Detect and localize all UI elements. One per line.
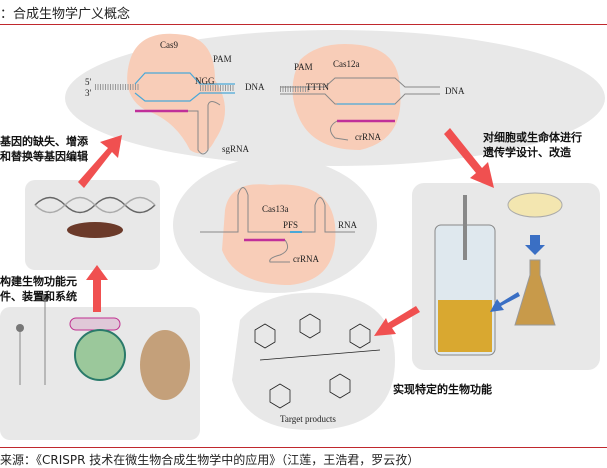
cas12a-label: Cas12a — [333, 59, 360, 69]
caption-function: 实现特定的生物功能 — [393, 383, 492, 396]
arrow-to-crispr — [78, 135, 122, 188]
organisms-panel — [0, 294, 200, 440]
source-note: 来源：《CRISPR 技术在微生物合成生物学中的应用》（江莲，王浩君，罗云孜） — [0, 453, 420, 467]
cas12a-dna-label: DNA — [445, 86, 465, 96]
bottom-rule — [0, 447, 607, 448]
arrow-to-dna — [86, 265, 108, 312]
cas13a-crrna-label: crRNA — [293, 254, 319, 264]
pfs-label: PFS — [283, 220, 298, 230]
arrow-to-products — [374, 306, 420, 336]
cas13a-label: Cas13a — [262, 204, 289, 214]
cas9-diagram — [95, 33, 235, 155]
caption-gene-editing: 基因的缺失、增添和替换等基因编辑 — [0, 135, 88, 163]
red-arrows — [78, 128, 494, 336]
bioreactor-panel — [412, 183, 600, 370]
cas12a-diagram — [280, 44, 440, 150]
top-rule — [0, 24, 607, 25]
target-products-panel: Target products — [232, 292, 395, 430]
dna-panel — [25, 180, 160, 270]
cas9-dna-label: DNA — [245, 82, 265, 92]
ngg-label: NGG — [195, 76, 215, 86]
cas13a-diagram — [200, 184, 355, 285]
svg-text:3′: 3′ — [85, 88, 92, 98]
blue-arrow-left — [490, 292, 520, 312]
target-products-label: Target products — [280, 414, 336, 424]
sgrna-label: sgRNA — [222, 144, 250, 154]
rna-label: RNA — [338, 220, 358, 230]
figure-title: ：合成生物学广义概念 — [0, 7, 131, 22]
blue-arrow-down — [525, 235, 545, 255]
cas9-label: Cas9 — [160, 40, 179, 50]
cas12a-pam-label: PAM — [294, 62, 313, 72]
cas12a-crrna-label: crRNA — [355, 132, 381, 142]
cas9-pam-label: PAM — [213, 54, 232, 64]
caption-construct: 构建生物功能元件、装置和系统 — [0, 275, 77, 303]
svg-text:5′: 5′ — [85, 77, 92, 87]
caption-design: 对细胞或生命体进行遗传学设计、改造 — [483, 131, 582, 159]
arrow-to-bioreactor — [444, 128, 494, 188]
tttn-label: TTTN — [306, 82, 329, 92]
